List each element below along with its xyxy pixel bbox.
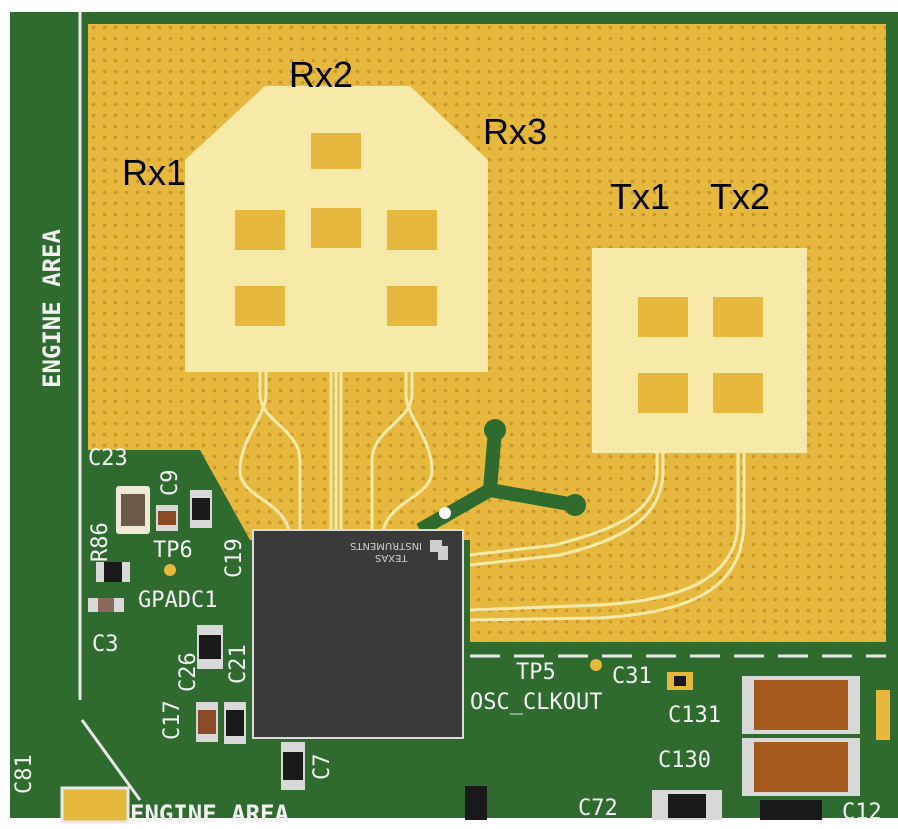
pcb-frame-white-top bbox=[0, 0, 898, 12]
ti-logo-icon bbox=[430, 540, 448, 560]
edge-pad-bottom-left bbox=[60, 786, 130, 824]
engine-area-boundary-diagonal bbox=[80, 719, 142, 801]
c21-capacitor bbox=[224, 702, 246, 744]
tx2-antenna-array bbox=[713, 297, 763, 413]
tp6-label: TP6 bbox=[153, 538, 193, 563]
pcb-frame-white-bottom bbox=[0, 818, 898, 829]
c72-capacitor bbox=[652, 790, 722, 820]
c17-label: C17 bbox=[160, 700, 185, 740]
c72-label: C72 bbox=[578, 796, 618, 821]
c21-label: C21 bbox=[226, 644, 251, 684]
c3-capacitor bbox=[88, 598, 124, 612]
tx2-label: Tx2 bbox=[710, 176, 771, 217]
c81-label: C81 bbox=[12, 754, 37, 794]
c7-capacitor bbox=[281, 742, 305, 790]
rx3-label: Rx3 bbox=[483, 111, 548, 152]
c9-label: C9 bbox=[158, 469, 183, 497]
r86-label: R86 bbox=[88, 522, 113, 562]
r86-resistor bbox=[96, 562, 130, 582]
c3-label: C3 bbox=[92, 632, 119, 657]
c9-capacitor bbox=[156, 505, 178, 531]
engine-area-label-bottom: ENGINE AREA bbox=[130, 800, 289, 828]
bottom-pad bbox=[465, 786, 487, 820]
c130-capacitor bbox=[742, 738, 860, 796]
chip-marking-line2: INSTRUMENTS bbox=[350, 540, 423, 551]
c19-capacitor bbox=[190, 490, 212, 528]
radar-sensor-chip bbox=[252, 529, 464, 739]
c131-capacitor bbox=[742, 676, 860, 734]
ground-stub-trace bbox=[416, 419, 586, 537]
rx2-antenna-array bbox=[311, 133, 361, 248]
rx3-antenna-array bbox=[387, 210, 437, 326]
engine-area-label: ENGINE AREA bbox=[38, 229, 66, 388]
tx1-antenna-array bbox=[638, 297, 688, 413]
rx1-antenna-array bbox=[235, 210, 285, 326]
c23-capacitor bbox=[116, 486, 150, 534]
c12-capacitor bbox=[760, 800, 822, 820]
c131-label: C131 bbox=[668, 703, 721, 728]
c26-label: C26 bbox=[176, 652, 201, 692]
c130-label: C130 bbox=[658, 748, 711, 773]
edge-pad-right bbox=[876, 690, 890, 740]
gpadc1-label: GPADC1 bbox=[138, 588, 218, 613]
c19-label: C19 bbox=[222, 538, 247, 578]
c7-label: C7 bbox=[310, 753, 335, 781]
tx1-label: Tx1 bbox=[610, 176, 671, 217]
tx-antenna-keepout bbox=[592, 248, 807, 453]
pcb-frame-white-left bbox=[0, 0, 10, 829]
rf-feed-lines bbox=[238, 169, 746, 622]
c31-capacitor bbox=[667, 672, 693, 690]
c12-label: C12 bbox=[842, 800, 882, 825]
rx1-label: Rx1 bbox=[122, 152, 187, 193]
tp5-test-point bbox=[590, 659, 602, 671]
c17-capacitor bbox=[196, 702, 218, 742]
c23-label: C23 bbox=[88, 446, 128, 471]
c26-capacitor bbox=[197, 625, 223, 669]
rx2-label: Rx2 bbox=[289, 54, 354, 95]
chip-marking-line1: TEXAS bbox=[375, 552, 408, 563]
c31-label: C31 bbox=[612, 664, 652, 689]
tp5-label: TP5 bbox=[516, 660, 556, 685]
osc-clkout-label: OSC_CLKOUT bbox=[470, 690, 603, 715]
tp6-test-point bbox=[164, 564, 176, 576]
